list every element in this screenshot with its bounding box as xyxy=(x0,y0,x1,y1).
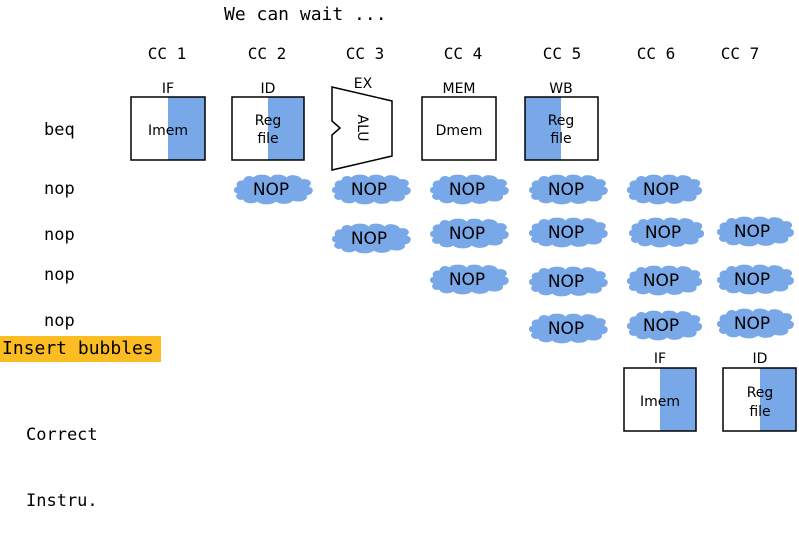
nop-bubble-label: NOP xyxy=(643,180,679,200)
correct-label-line-2: Instru. xyxy=(26,491,98,511)
nop-bubble-label: NOP xyxy=(449,270,485,290)
nop-bubble-label: NOP xyxy=(548,272,584,292)
nop-bubble-label: NOP xyxy=(449,180,485,200)
nop-bubble-label: NOP xyxy=(643,316,679,336)
insert-bubbles-label: Insert bubbles xyxy=(0,336,161,362)
nop-bubble-label: NOP xyxy=(734,314,770,334)
alu-label: ALU xyxy=(354,115,370,142)
nop-bubble-label: NOP xyxy=(734,222,770,242)
nop-bubble-label: NOP xyxy=(548,319,584,339)
nop-bubble-label: NOP xyxy=(449,224,485,244)
row-label-nop-3: nop xyxy=(44,265,75,285)
dmem-unit: Dmem xyxy=(421,96,497,161)
correct-regfile-box xyxy=(722,367,797,432)
page-title: We can wait ... xyxy=(224,4,387,25)
regfile-id-fill xyxy=(268,97,304,160)
nop-bubble-label: NOP xyxy=(548,180,584,200)
stage-label-id: ID xyxy=(261,81,276,97)
nop-bubble-label: NOP xyxy=(351,229,387,249)
row-label-beq: beq xyxy=(44,120,75,140)
stage-label-wb: WB xyxy=(549,81,572,97)
row-label-nop-1: nop xyxy=(44,179,75,199)
correct-regfile-line-1: Reg xyxy=(747,385,774,401)
nop-bubble-label: NOP xyxy=(548,223,584,243)
correct-regfile-line-2: file xyxy=(749,404,770,420)
regfile-id-line-1: Reg xyxy=(255,113,282,129)
cc-3-label: CC 3 xyxy=(345,44,385,63)
dmem-box xyxy=(421,96,497,161)
imem-fill xyxy=(168,97,205,160)
nop-bubble-label: NOP xyxy=(645,223,681,243)
imem-box xyxy=(130,96,206,161)
regfile-unit-id: Reg file xyxy=(231,96,305,161)
cc-4-label: CC 4 xyxy=(443,44,483,63)
cc-5-label: CC 5 xyxy=(542,44,582,63)
regfile-wb-line-2: file xyxy=(550,131,571,147)
imem-label: Imem xyxy=(148,123,188,139)
correct-imem-unit: Imem xyxy=(623,367,697,432)
regfile-id-box xyxy=(231,96,305,161)
imem-unit: Imem xyxy=(130,96,206,161)
correct-imem-label: Imem xyxy=(640,394,680,410)
row-label-nop-2: nop xyxy=(44,225,75,245)
cc-6-label: CC 6 xyxy=(636,44,676,63)
regfile-wb-box xyxy=(524,96,599,161)
cc-1-label: CC 1 xyxy=(147,44,187,63)
nop-bubble-label: NOP xyxy=(734,270,770,290)
stage-label-if: IF xyxy=(162,81,174,97)
nop-bubble-label: NOP xyxy=(351,180,387,200)
stage-label-ex: EX xyxy=(354,76,373,92)
correct-imem-box xyxy=(623,367,697,432)
correct-regfile-fill xyxy=(760,368,796,431)
regfile-wb-fill xyxy=(525,97,561,160)
correct-label-line-1: Correct xyxy=(26,425,98,445)
alu-unit: ALU xyxy=(331,86,393,171)
stage-label-mem: MEM xyxy=(442,81,475,97)
regfile-id-line-2: file xyxy=(257,131,278,147)
dmem-label: Dmem xyxy=(436,123,483,139)
correct-imem-fill xyxy=(660,368,696,431)
cc-7-label: CC 7 xyxy=(720,44,760,63)
correct-stage-label-if: IF xyxy=(654,351,666,367)
row-label-nop-4: nop xyxy=(44,311,75,331)
nop-bubble-label: NOP xyxy=(253,180,289,200)
regfile-wb-line-1: Reg xyxy=(548,113,575,129)
nop-bubble-label: NOP xyxy=(643,271,679,291)
pipeline-diagram: IF Imem ID Reg file EX ALU MEM Dmem WB R… xyxy=(130,76,797,432)
alu-shape xyxy=(331,86,393,171)
correct-stage-label-id: ID xyxy=(753,351,768,367)
regfile-unit-wb: Reg file xyxy=(524,96,599,161)
correct-regfile-unit: Reg file xyxy=(722,367,797,432)
cc-2-label: CC 2 xyxy=(247,44,287,63)
